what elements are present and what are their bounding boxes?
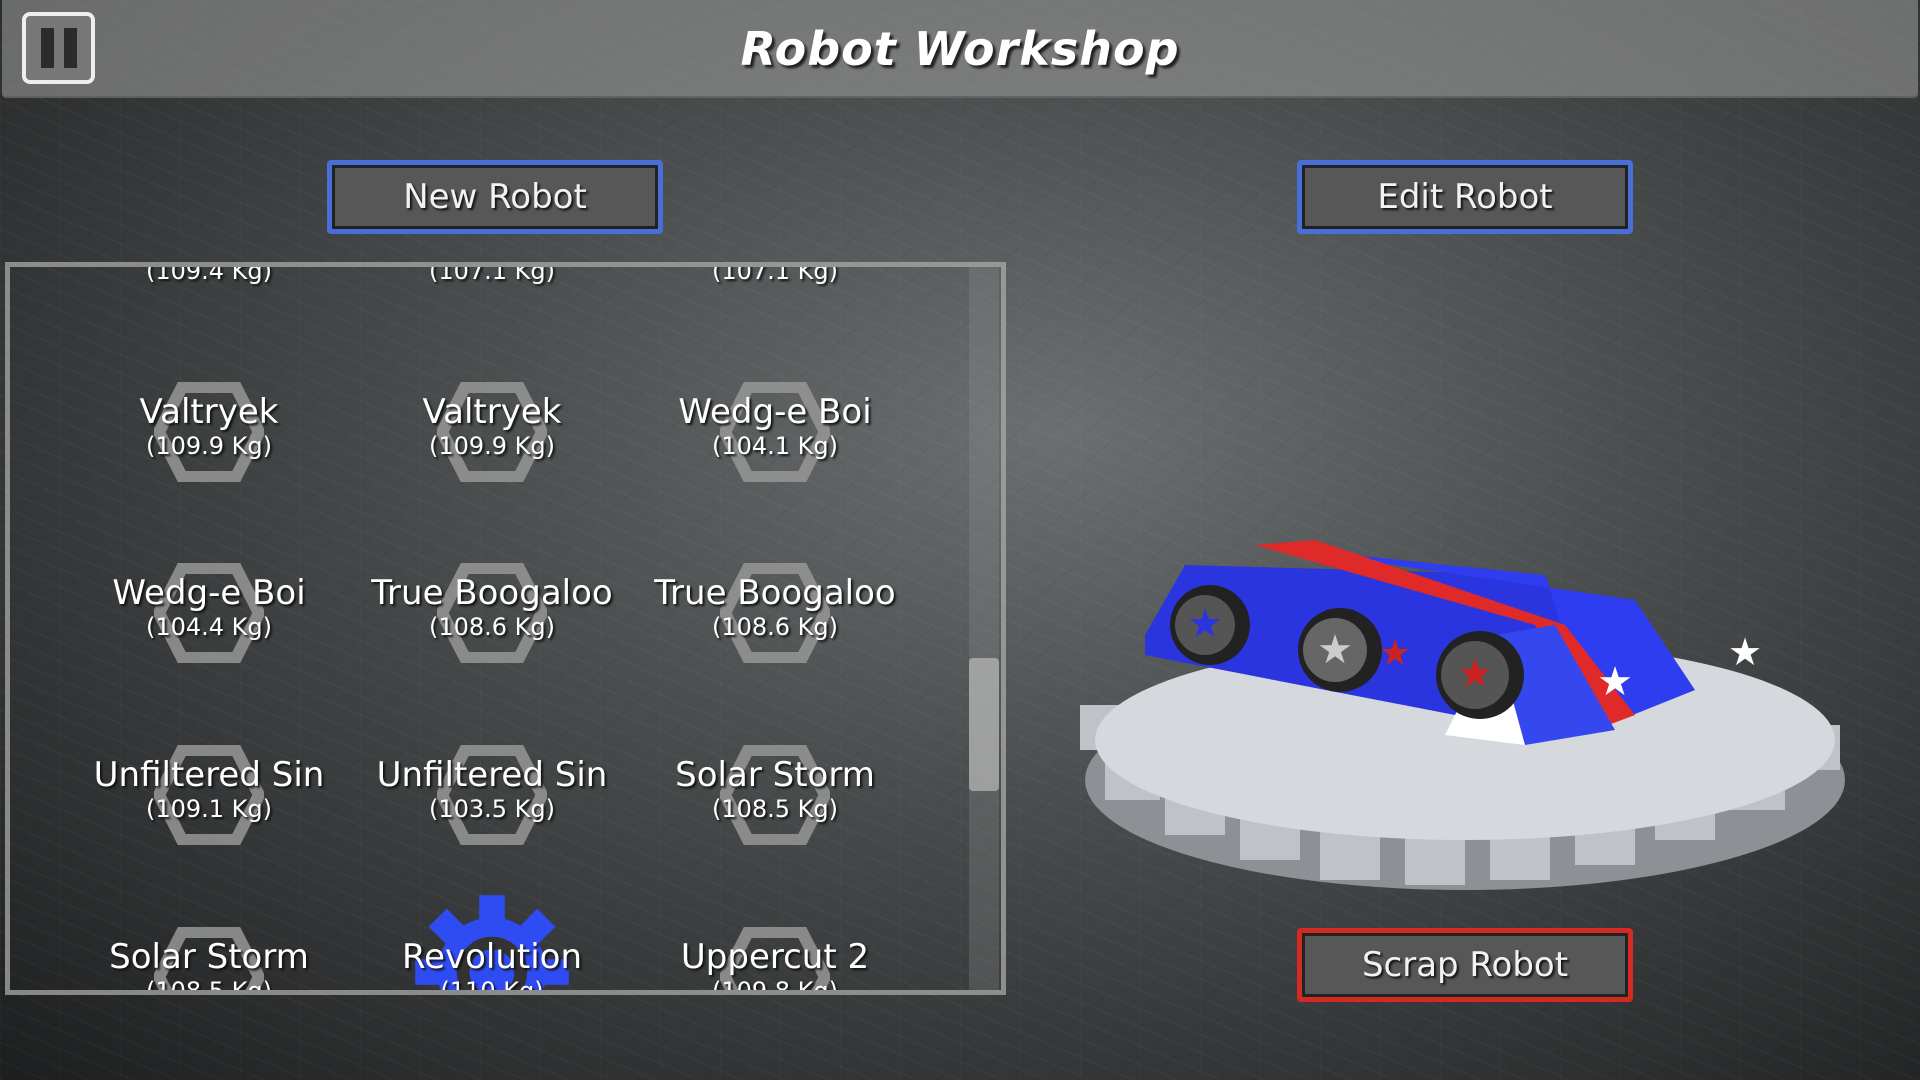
robot-weight: (103.5 Kg) — [428, 795, 556, 823]
robot-list-item[interactable]: Wedg-e Boi(104.1 Kg) — [635, 382, 915, 482]
hexagon-icon — [720, 563, 830, 663]
svg-text:★: ★ — [1187, 601, 1223, 647]
svg-text:★: ★ — [1379, 633, 1411, 674]
robot-list-item[interactable]: Unfiltered Sin(109.1 Kg) — [69, 745, 349, 845]
pause-button[interactable] — [22, 12, 95, 84]
hexagon-icon — [154, 745, 264, 845]
robot-model: ★ ★ ★ ★ ★ ★ — [1145, 540, 1762, 745]
robot-weight: (108.5 Kg) — [711, 795, 839, 823]
robot-list-item[interactable]: Uppercut 2(109.8 Kg) — [635, 927, 915, 995]
robot-name: Valtryek — [139, 392, 279, 432]
hexagon-icon — [720, 745, 830, 845]
page-title: Robot Workshop — [740, 22, 1180, 76]
svg-text:★: ★ — [1317, 627, 1353, 673]
header-bar: Robot Workshop — [2, 0, 1918, 98]
hexagon-icon — [720, 927, 830, 990]
hexagon-icon — [437, 745, 547, 845]
gear-platform — [1080, 640, 1845, 890]
robot-list-item[interactable]: Valtryek(109.9 Kg) — [352, 382, 632, 482]
robot-name: Wedg-e Boi — [112, 573, 306, 613]
robot-name: Unfiltered Sin — [376, 755, 608, 795]
robot-weight: (108.6 Kg) — [711, 613, 839, 641]
robot-weight: (104.1 Kg) — [711, 432, 839, 460]
robot-weight: (107.1 Kg) — [711, 262, 839, 285]
robot-name: Valtryek — [422, 392, 562, 432]
robot-name: Solar Storm — [675, 755, 875, 795]
robot-list-item[interactable]: True Boogaloo(108.6 Kg) — [352, 563, 632, 663]
robot-name: True Boogaloo — [371, 573, 613, 613]
robot-preview: ★ ★ ★ ★ ★ ★ — [1080, 540, 1845, 890]
svg-text:★: ★ — [1597, 659, 1633, 705]
robot-name: Revolution — [401, 937, 583, 977]
scrap-robot-button[interactable]: Scrap Robot — [1297, 928, 1633, 1002]
robot-list-item[interactable]: Unfiltered Sin(103.5 Kg) — [352, 745, 632, 845]
robot-list-item[interactable]: Solar Storm(108.5 Kg) — [69, 927, 349, 995]
robot-weight: (107.1 Kg) — [428, 262, 556, 285]
robot-list-item[interactable]: Solar Storm(108.5 Kg) — [635, 745, 915, 845]
hexagon-icon — [154, 563, 264, 663]
robot-weight: (108.6 Kg) — [428, 613, 556, 641]
pause-icon — [40, 28, 54, 68]
robot-weight: (109.4 Kg) — [145, 262, 273, 285]
robot-weight: (109.9 Kg) — [145, 432, 273, 460]
robot-list-item[interactable]: Valtryek(109.9 Kg) — [69, 382, 349, 482]
robot-name: Solar Storm — [109, 937, 309, 977]
svg-text:★: ★ — [1457, 651, 1493, 697]
scrollbar[interactable] — [969, 267, 999, 990]
robot-list-item[interactable]: Revolution(110 Kg) — [352, 895, 632, 995]
robot-weight: (109.1 Kg) — [145, 795, 273, 823]
robot-weight: (110 Kg) — [440, 977, 544, 995]
robot-weight-partial: (107.1 Kg) — [352, 262, 632, 285]
robot-weight-partial: (109.4 Kg) — [69, 262, 349, 285]
robot-name: Wedg-e Boi — [678, 392, 872, 432]
pause-icon — [63, 28, 77, 68]
gear-selected-icon — [415, 895, 569, 990]
robot-weight: (109.8 Kg) — [711, 977, 839, 995]
edit-robot-button[interactable]: Edit Robot — [1297, 160, 1633, 234]
robot-name: Unfiltered Sin — [93, 755, 325, 795]
robot-name: True Boogaloo — [654, 573, 896, 613]
robot-weight-partial: (107.1 Kg) — [635, 262, 915, 285]
robot-weight: (104.4 Kg) — [145, 613, 273, 641]
robot-name: Uppercut 2 — [680, 937, 870, 977]
robot-list-item[interactable]: True Boogaloo(108.6 Kg) — [635, 563, 915, 663]
hexagon-icon — [720, 382, 830, 482]
new-robot-button[interactable]: New Robot — [327, 160, 663, 234]
hexagon-icon — [437, 563, 547, 663]
svg-text:★: ★ — [1728, 630, 1762, 674]
robot-weight: (109.9 Kg) — [428, 432, 556, 460]
hexagon-icon — [154, 382, 264, 482]
robot-list-item[interactable]: Wedg-e Boi(104.4 Kg) — [69, 563, 349, 663]
hexagon-icon — [437, 382, 547, 482]
hexagon-icon — [154, 927, 264, 990]
scrollbar-thumb[interactable] — [969, 658, 999, 791]
robot-weight: (108.5 Kg) — [145, 977, 273, 995]
robot-list[interactable]: (109.4 Kg)(107.1 Kg)(107.1 Kg)Valtryek(1… — [5, 262, 1006, 995]
